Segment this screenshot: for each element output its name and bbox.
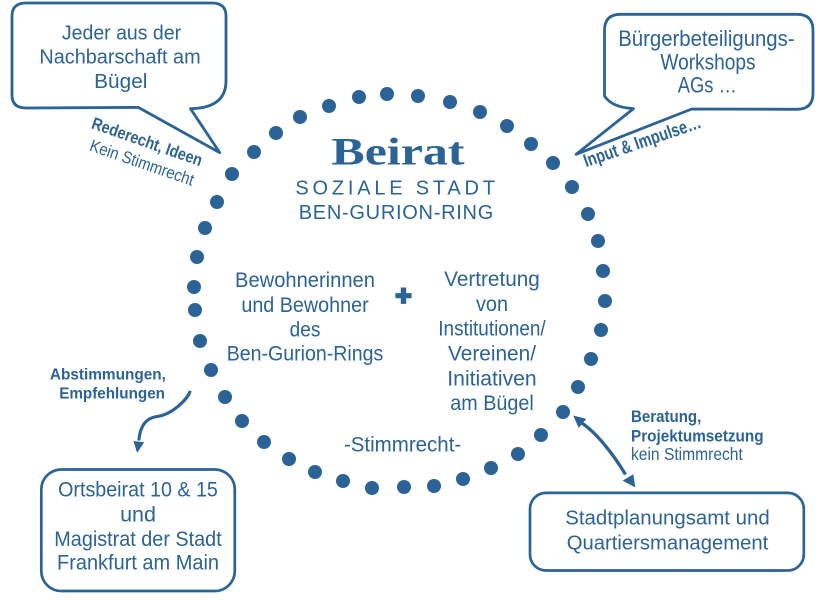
svg-text:Beirat: Beirat bbox=[331, 129, 464, 173]
svg-text:Beratung,: Beratung, bbox=[631, 408, 701, 426]
svg-text:Bewohnerinnen: Bewohnerinnen bbox=[235, 269, 375, 292]
svg-text:Empfehlungen: Empfehlungen bbox=[59, 385, 165, 402]
svg-text:Ortsbeirat 10 & 15: Ortsbeirat 10 & 15 bbox=[58, 478, 218, 502]
svg-text:Workshops: Workshops bbox=[660, 50, 755, 75]
svg-text:Abstimmungen,: Abstimmungen, bbox=[50, 367, 166, 384]
svg-text:Stadtplanungsamt und: Stadtplanungsamt und bbox=[565, 508, 770, 530]
svg-text:Magistrat der Stadt: Magistrat der Stadt bbox=[54, 527, 221, 551]
svg-text:-Stimmrecht-: -Stimmrecht- bbox=[344, 434, 461, 457]
svg-text:Bürgerbeteiligungs-: Bürgerbeteiligungs- bbox=[618, 26, 794, 51]
svg-text:und Bewohner: und Bewohner bbox=[241, 294, 368, 317]
svg-text:Initiativen: Initiativen bbox=[447, 367, 536, 390]
svg-text:Vertretung: Vertretung bbox=[444, 268, 540, 291]
svg-text:am Bügel: am Bügel bbox=[450, 392, 534, 415]
svg-text:und: und bbox=[120, 502, 156, 526]
svg-text:AGs …: AGs … bbox=[678, 73, 737, 98]
svg-text:SOZIALE STADT: SOZIALE STADT bbox=[295, 177, 495, 199]
svg-text:Institutionen/: Institutionen/ bbox=[438, 318, 546, 341]
svg-text:kein Stimmrecht: kein Stimmrecht bbox=[631, 444, 743, 464]
svg-text:von: von bbox=[476, 293, 508, 316]
svg-text:Vereinen/: Vereinen/ bbox=[448, 343, 536, 366]
svg-text:Frankfurt am Main: Frankfurt am Main bbox=[57, 550, 219, 574]
svg-text:Projektumsetzung: Projektumsetzung bbox=[631, 428, 764, 446]
svg-text:BEN-GURION-RING: BEN-GURION-RING bbox=[299, 202, 494, 224]
svg-text:Nachbarschaft am: Nachbarschaft am bbox=[39, 47, 200, 69]
svg-text:Ben-Gurion-Rings: Ben-Gurion-Rings bbox=[227, 343, 384, 366]
svg-text:des: des bbox=[290, 319, 321, 342]
svg-text:Bügel: Bügel bbox=[94, 71, 147, 93]
svg-text:Quartiersmanagement: Quartiersmanagement bbox=[567, 532, 769, 554]
svg-text:Jeder aus der: Jeder aus der bbox=[62, 22, 182, 44]
